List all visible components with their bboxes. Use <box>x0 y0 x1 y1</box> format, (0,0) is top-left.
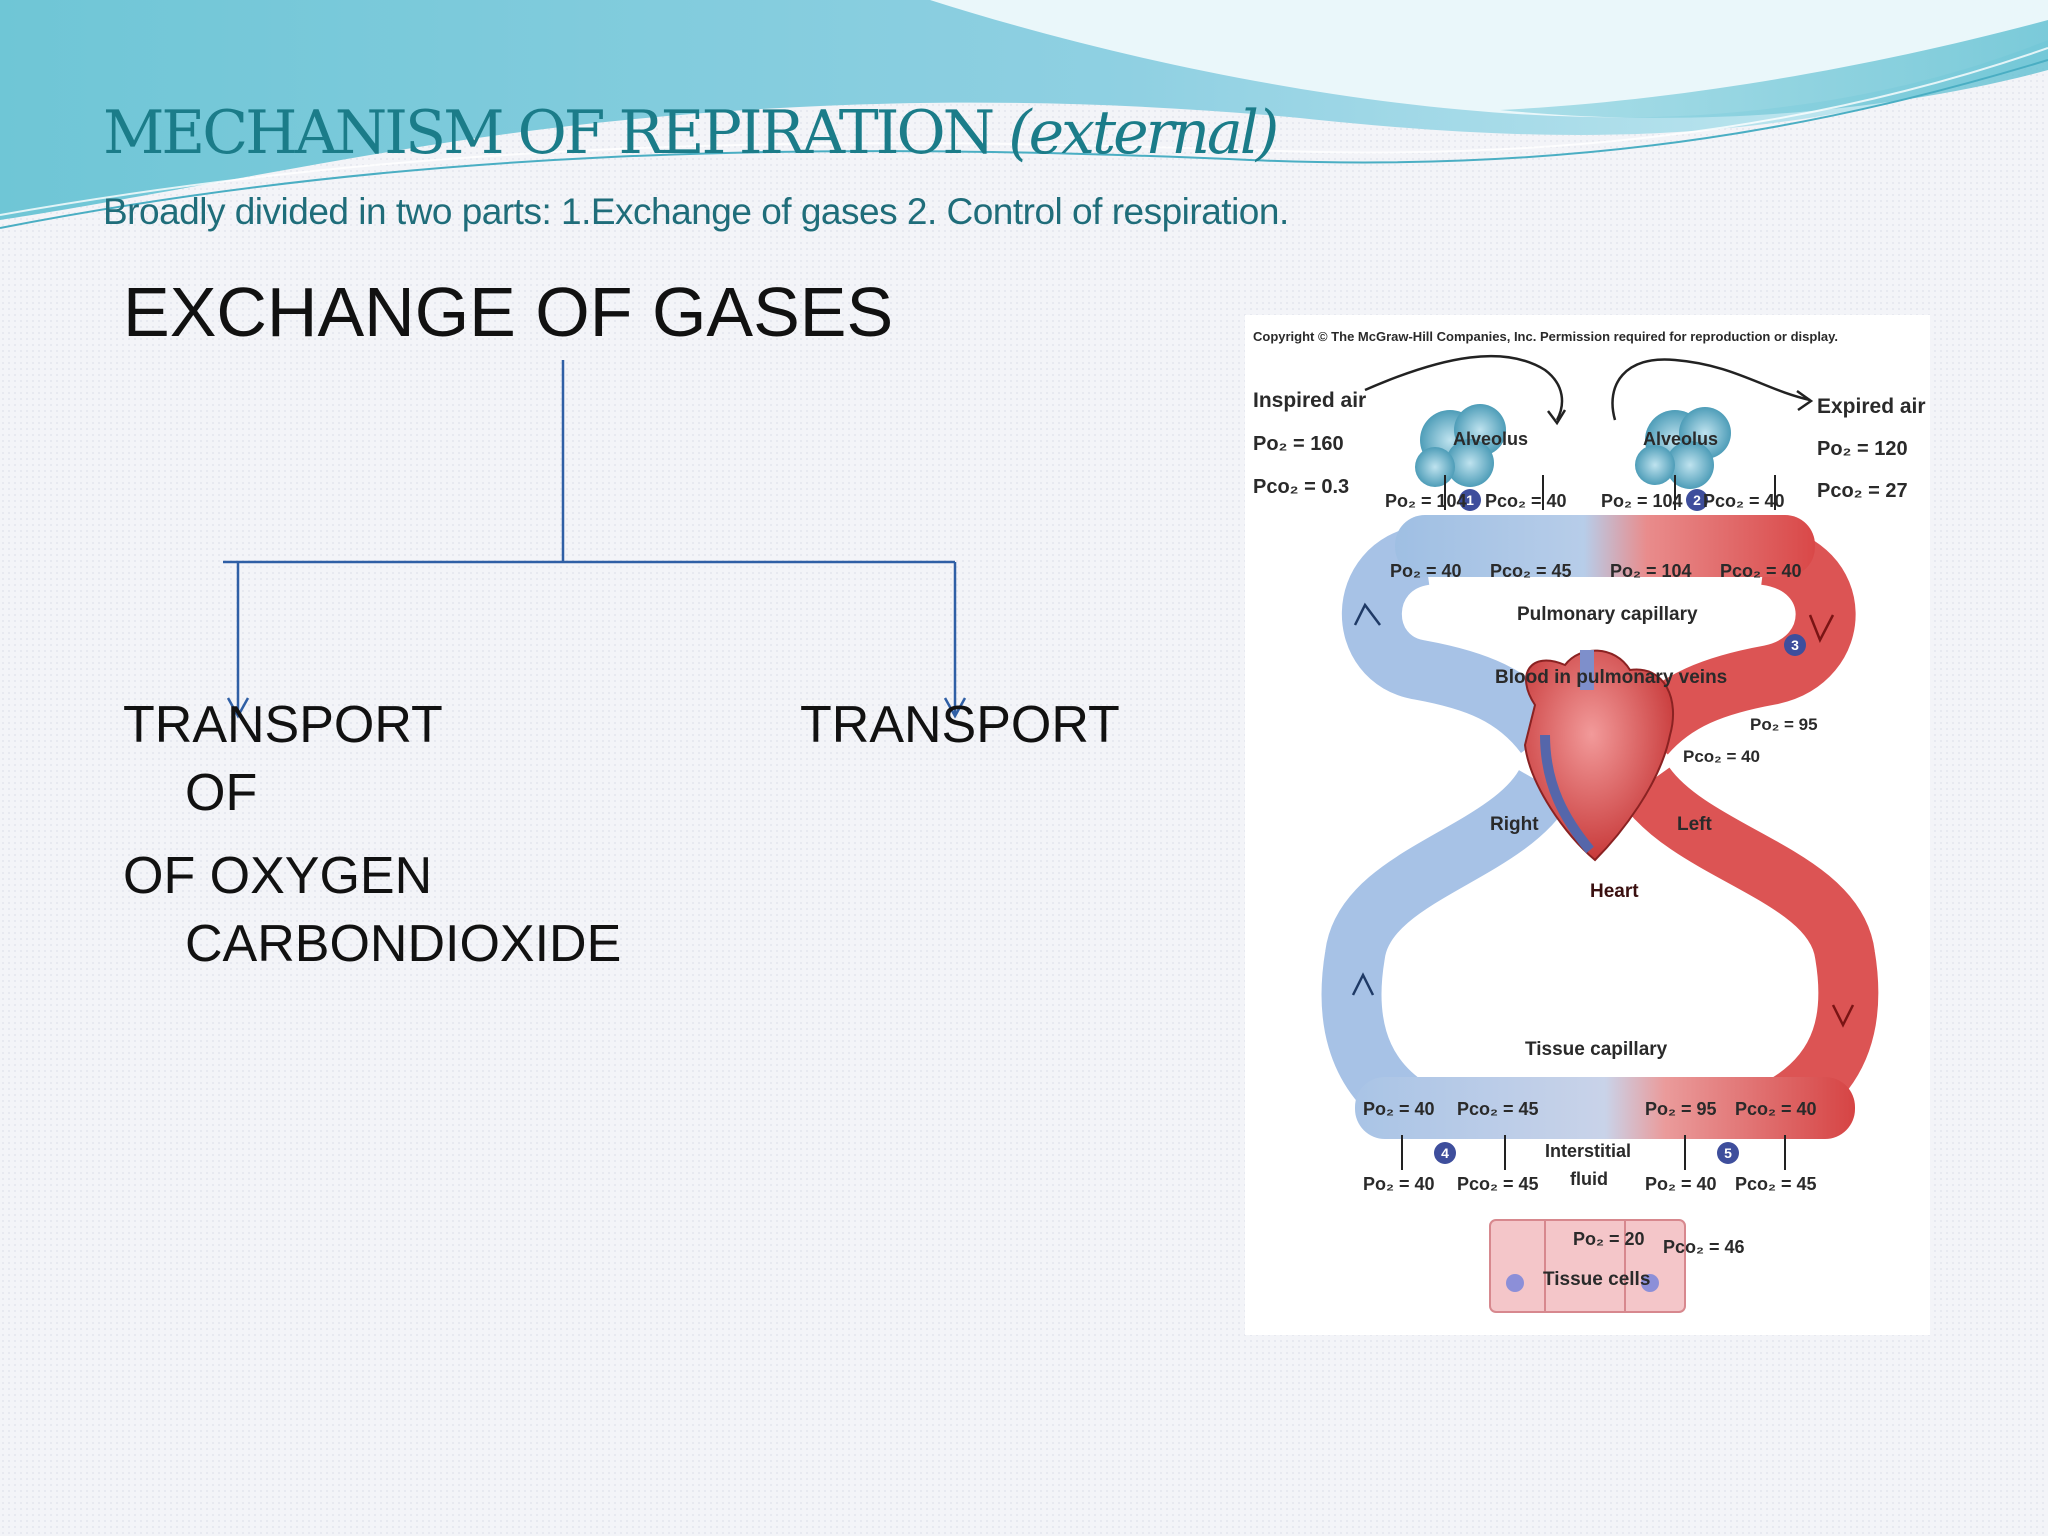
left-branch-text-2: OF OXYGEN CARBONDIOXIDE <box>123 843 621 978</box>
header-wave-decoration <box>0 0 2048 229</box>
vein-pco2: Pco₂ = 40 <box>1683 747 1760 766</box>
if-left-po2: Po₂ = 40 <box>1363 1174 1435 1194</box>
step-5-badge <box>1717 1142 1739 1164</box>
tissue-capillary-label: Tissue capillary <box>1525 1039 1668 1060</box>
left-line-2: OF <box>185 763 258 822</box>
slide-subtitle: Broadly divided in two parts: 1.Exchange… <box>103 191 1289 232</box>
pc-right-po2: Po₂ = 104 <box>1610 561 1692 581</box>
lower-right-vessel <box>1620 766 1879 1131</box>
alv2-pco2: Pco₂ = 40 <box>1703 491 1785 511</box>
left-line-3: OF OXYGEN <box>123 847 433 905</box>
alveolus-right-label: Alveolus <box>1643 429 1718 449</box>
title-paren: (external) <box>1008 98 1279 168</box>
if-left-pco2: Pco₂ = 45 <box>1457 1174 1539 1194</box>
pc-left-pco2: Pco₂ = 45 <box>1490 561 1572 581</box>
upper-left-vessel <box>1341 525 1569 754</box>
right-label: Right <box>1490 814 1539 835</box>
step-2-label: 2 <box>1693 492 1701 508</box>
inspired-po2: Po₂ = 160 <box>1253 433 1344 455</box>
tc-right-po2: Po₂ = 95 <box>1645 1099 1717 1119</box>
cell-po2: Po₂ = 20 <box>1573 1229 1645 1249</box>
alv1-pco2: Pco₂ = 40 <box>1485 491 1567 511</box>
alveolus-right <box>1635 407 1731 489</box>
title-main: MECHANISM OF REPIRATION <box>103 98 995 168</box>
inspired-air-arrow <box>1364 354 1564 421</box>
inspired-air-label: Inspired air <box>1253 389 1366 412</box>
interstitial-label: Interstitial <box>1545 1141 1631 1161</box>
tc-left-po2: Po₂ = 40 <box>1363 1099 1435 1119</box>
cell-pco2: Pco₂ = 46 <box>1663 1237 1745 1257</box>
if-right-po2: Po₂ = 40 <box>1645 1174 1717 1194</box>
step-2-badge <box>1686 489 1708 511</box>
pulmonary-capillary-bar <box>1395 515 1815 577</box>
left-branch-text: TRANSPORT OF <box>123 692 443 827</box>
tissue-capillary-bar <box>1355 1077 1855 1139</box>
alveolus-left-label: Alveolus <box>1453 429 1528 449</box>
if-right-pco2: Pco₂ = 45 <box>1735 1174 1817 1194</box>
tc-left-pco2: Pco₂ = 45 <box>1457 1099 1539 1119</box>
step-3-badge <box>1784 634 1806 656</box>
left-line-1: TRANSPORT <box>123 696 443 754</box>
vein-po2: Po₂ = 95 <box>1750 715 1818 734</box>
tissue-cells-label: Tissue cells <box>1543 1269 1650 1290</box>
tc-right-pco2: Pco₂ = 40 <box>1735 1099 1817 1119</box>
exchange-heading: EXCHANGE OF GASES <box>123 273 894 351</box>
step-1-label: 1 <box>1466 492 1474 508</box>
exchange-arrows <box>1401 475 1786 1170</box>
step-1-badge <box>1459 489 1481 511</box>
tissue-cells-block <box>1489 1219 1686 1313</box>
expired-pco2: Pco₂ = 27 <box>1817 480 1908 502</box>
lower-left-vessel <box>1321 768 1572 1130</box>
pulmonary-capillary-label: Pulmonary capillary <box>1517 604 1698 625</box>
fluid-label: fluid <box>1570 1169 1608 1189</box>
expired-po2: Po₂ = 120 <box>1817 438 1908 460</box>
step-4-label: 4 <box>1441 1145 1449 1161</box>
expired-air-label: Expired air <box>1817 395 1926 418</box>
copyright-text: Copyright © The McGraw-Hill Companies, I… <box>1253 329 1838 344</box>
expired-air-arrow <box>1611 358 1811 421</box>
step-3-label: 3 <box>1791 637 1799 653</box>
inspired-pco2: Pco₂ = 0.3 <box>1253 476 1349 498</box>
step-5-label: 5 <box>1724 1145 1732 1161</box>
right-branch-text: TRANSPORT <box>800 692 1120 760</box>
pc-right-pco2: Pco₂ = 40 <box>1720 561 1802 581</box>
upper-right-vessel <box>1622 525 1856 756</box>
alv2-po2: Po₂ = 104 <box>1601 491 1683 511</box>
gas-exchange-diagram: Copyright © The McGraw-Hill Companies, I… <box>1245 315 1930 1335</box>
heart-icon <box>1523 649 1675 862</box>
alv1-po2: Po₂ = 104 <box>1385 491 1467 511</box>
right-line-1: TRANSPORT <box>800 696 1120 754</box>
slide-title: MECHANISM OF REPIRATION (external) <box>103 98 1279 168</box>
left-line-4: CARBONDIOXIDE <box>185 914 622 973</box>
pulmonary-veins-label: Blood in pulmonary veins <box>1495 667 1727 688</box>
pc-left-po2: Po₂ = 40 <box>1390 561 1462 581</box>
step-4-badge <box>1434 1142 1456 1164</box>
heart-label: Heart <box>1590 881 1639 902</box>
left-label: Left <box>1677 814 1713 835</box>
